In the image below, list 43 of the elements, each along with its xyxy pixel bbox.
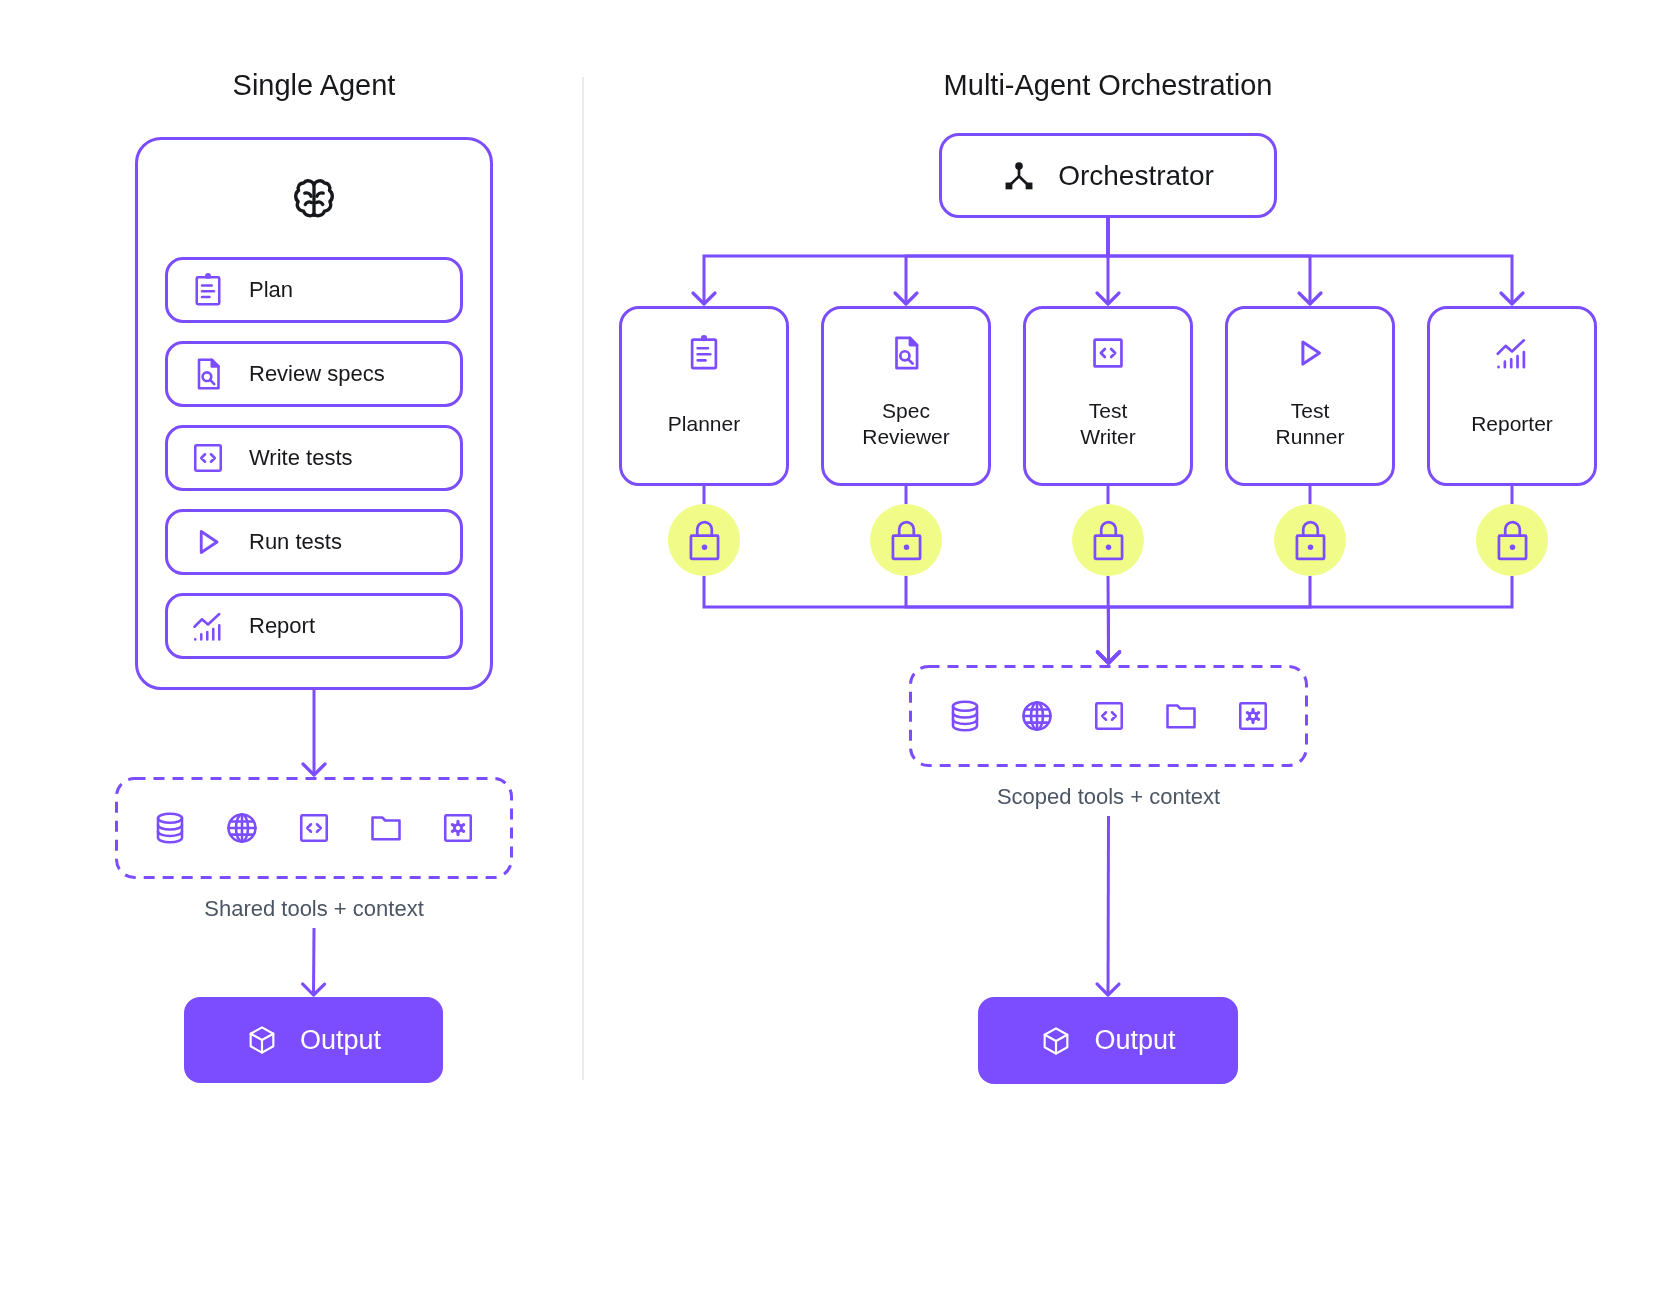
- connector-line: [1510, 486, 1514, 504]
- step-label: Plan: [249, 277, 294, 303]
- step-box: [165, 341, 463, 407]
- step-box: [165, 509, 463, 575]
- agent-panel: [135, 137, 493, 690]
- caption-text: Scoped tools + context: [996, 784, 1221, 810]
- section-title: Multi-Agent Orchestration: [943, 68, 1273, 102]
- connector-line: [1308, 486, 1312, 504]
- arrow: [301, 928, 327, 997]
- step-label: Review specs: [249, 361, 385, 387]
- agent-name: Spec Reviewer: [862, 398, 950, 450]
- agent-box: [821, 306, 991, 486]
- connector-line: [1106, 486, 1110, 504]
- agent-name: Planner: [667, 411, 741, 437]
- connector-line: [904, 486, 908, 504]
- agent-box: [1427, 306, 1597, 486]
- agent-name: Reporter: [1471, 411, 1553, 437]
- arrow: [1095, 816, 1121, 997]
- connector-line: [702, 486, 706, 504]
- agent-name: Test Writer: [1080, 398, 1136, 450]
- output-box: [978, 997, 1238, 1084]
- step-label: Write tests: [249, 445, 353, 471]
- step-box: [165, 425, 463, 491]
- agent-name: Test Runner: [1275, 398, 1345, 450]
- tool-group-box: [909, 665, 1308, 767]
- step-box: [165, 593, 463, 659]
- orchestrator-box: [939, 133, 1277, 218]
- step-box: [165, 257, 463, 323]
- arrow: [1106, 218, 1525, 306]
- step-label: Run tests: [249, 529, 342, 555]
- arrow: [301, 690, 327, 777]
- output-label: Output: [299, 1024, 382, 1056]
- section-title: Single Agent: [232, 68, 396, 102]
- orchestrator-label: Orchestrator: [1058, 159, 1214, 192]
- step-label: Report: [249, 613, 316, 639]
- agent-box: [619, 306, 789, 486]
- agent-box: [1023, 306, 1193, 486]
- output-box: [184, 997, 443, 1083]
- output-label: Output: [1094, 1025, 1176, 1056]
- arrow: [1095, 576, 1514, 665]
- tool-group-box: [115, 777, 513, 879]
- agent-box: [1225, 306, 1395, 486]
- caption-text: Shared tools + context: [204, 896, 424, 922]
